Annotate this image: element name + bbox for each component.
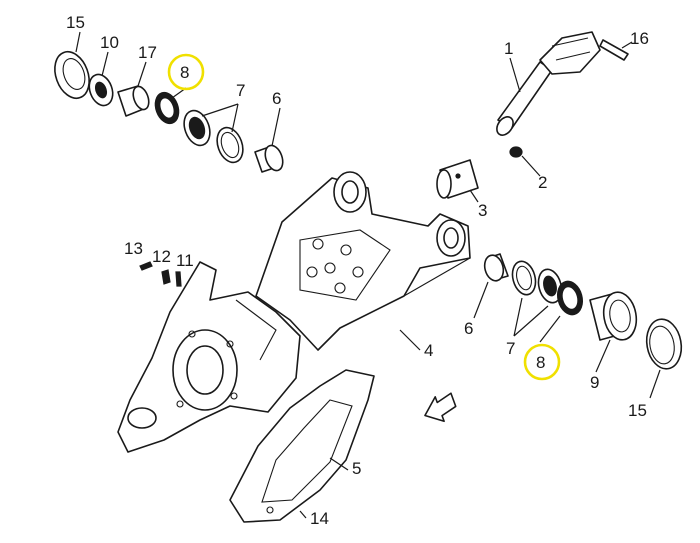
part-5-lower-plate	[229, 369, 375, 523]
label-11: 11	[176, 251, 194, 270]
part-7-bearing-right-a	[511, 260, 537, 296]
label-14: 14	[310, 509, 329, 528]
label-8-top: 8	[180, 63, 189, 82]
part-8-seal-left	[154, 91, 180, 125]
part-9-hub	[589, 291, 638, 341]
highlight-circle-8-bottom	[523, 343, 561, 381]
part-7-bearing-right-b	[537, 268, 563, 304]
part-14-bolt	[299, 510, 307, 519]
label-4: 4	[424, 341, 433, 360]
label-2: 2	[538, 173, 547, 192]
part-1-drive-shaft	[496, 31, 601, 136]
part-7-bearing-left-a	[183, 109, 211, 147]
part-17-spacer	[117, 85, 150, 117]
label-9: 9	[590, 373, 599, 392]
leader-lines	[75, 31, 661, 471]
label-17: 17	[138, 43, 157, 62]
part-13-12-11-screws	[139, 261, 182, 287]
part-7-bearing-left-b	[216, 126, 244, 164]
part-2-washer	[509, 146, 523, 158]
label-6-right: 6	[464, 319, 473, 338]
part-15-cap-left	[54, 50, 90, 100]
part-10-nut	[88, 73, 114, 107]
part-4-swing-arm	[255, 171, 471, 351]
label-13: 13	[124, 239, 143, 258]
part-bracket-left	[117, 261, 301, 453]
label-6-top: 6	[272, 89, 281, 108]
label-3: 3	[478, 201, 487, 220]
part-6-bushing-left	[254, 144, 284, 173]
label-12: 12	[152, 247, 171, 266]
part-8-seal-right	[557, 280, 583, 316]
part-16-pin	[599, 39, 629, 61]
highlight-circle-8-top	[167, 53, 205, 91]
label-7-right: 7	[506, 339, 515, 358]
direction-arrow-icon	[424, 392, 457, 423]
part-6-bushing-right	[483, 253, 509, 282]
label-16: 16	[630, 29, 649, 48]
part-15-cap-right	[645, 318, 683, 370]
label-1: 1	[504, 39, 513, 58]
label-7-top: 7	[236, 81, 245, 100]
label-15-right: 15	[628, 401, 647, 420]
label-8-right: 8	[536, 353, 545, 372]
label-5: 5	[352, 459, 361, 478]
label-10: 10	[100, 33, 119, 52]
label-15-top: 15	[66, 13, 85, 32]
part-3-sleeve	[436, 159, 479, 199]
